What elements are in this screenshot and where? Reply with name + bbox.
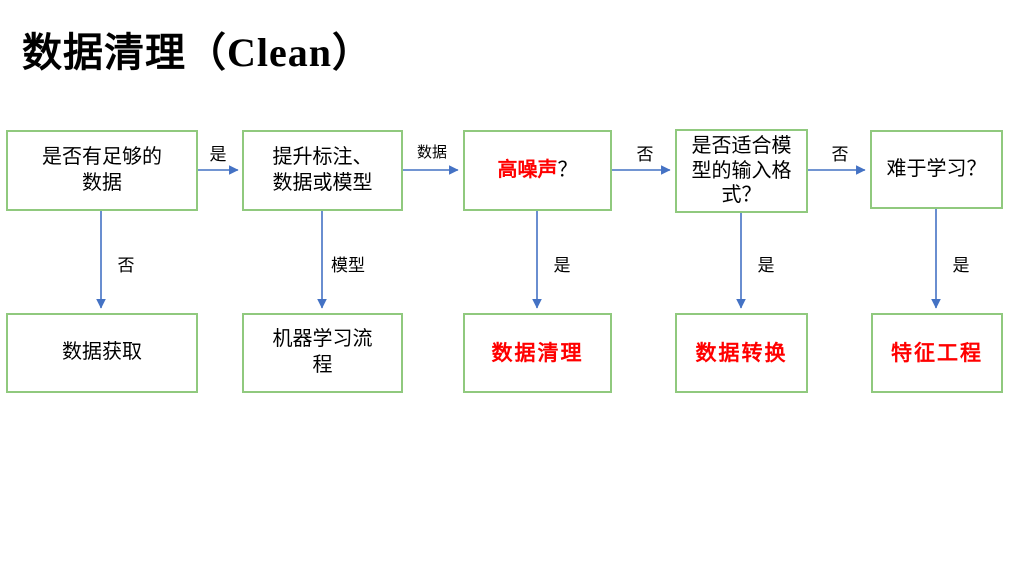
flow-box-high-noise-label: 高噪声？ bbox=[498, 158, 578, 184]
flow-box-data-transform-label: 数据转换 bbox=[695, 340, 788, 365]
flow-box-data-acquisition-label: 数据获取 bbox=[62, 341, 142, 364]
edge-label-no-down: 否 bbox=[117, 256, 135, 275]
flow-box-data-transform: 数据转换 bbox=[675, 313, 808, 393]
edge-label-yes-down-3: 是 bbox=[952, 256, 970, 275]
flow-box-enough-data-label: 是否有足够的 数据 bbox=[42, 145, 162, 194]
flow-box-enough-data: 是否有足够的 数据 bbox=[6, 130, 198, 211]
flow-box-improve-annotation-label: 提升标注、 数据或模型 bbox=[272, 145, 373, 194]
flow-box-ml-pipeline: 机器学习流 程 bbox=[242, 313, 403, 393]
edge-label-model: 模型 bbox=[331, 256, 365, 275]
edge-label-no-2: 否 bbox=[831, 145, 849, 164]
edge-label-yes-1: 是 bbox=[209, 145, 227, 164]
flow-box-fit-input-format: 是否适合模 型的输入格 式？ bbox=[675, 129, 808, 213]
flow-box-data-acquisition: 数据获取 bbox=[6, 313, 198, 393]
edge-label-no-1: 否 bbox=[636, 145, 654, 164]
flow-box-ml-pipeline-label: 机器学习流 程 bbox=[272, 328, 373, 376]
flow-box-data-cleaning-label: 数据清理 bbox=[491, 340, 584, 365]
slide-title: 数据清理（Clean） bbox=[22, 30, 373, 75]
flow-box-improve-annotation: 提升标注、 数据或模型 bbox=[242, 130, 403, 211]
flow-box-fit-input-format-label: 是否适合模 型的输入格 式？ bbox=[691, 135, 792, 207]
edge-label-data: 数据 bbox=[416, 145, 448, 161]
flow-box-high-noise: 高噪声？ bbox=[463, 130, 612, 211]
flow-box-high-noise-red-text: 高噪声 bbox=[497, 158, 558, 181]
flow-box-hard-to-learn-label: 难于学习？ bbox=[886, 157, 987, 180]
edge-label-yes-down-1: 是 bbox=[553, 256, 571, 275]
flow-box-data-cleaning: 数据清理 bbox=[463, 313, 612, 393]
edge-label-yes-down-2: 是 bbox=[757, 256, 775, 275]
flow-box-high-noise-question-mark: ？ bbox=[557, 158, 578, 181]
flow-box-feature-engineering: 特征工程 bbox=[871, 313, 1003, 393]
flow-box-feature-engineering-label: 特征工程 bbox=[891, 340, 983, 365]
flow-box-hard-to-learn: 难于学习？ bbox=[870, 130, 1003, 209]
